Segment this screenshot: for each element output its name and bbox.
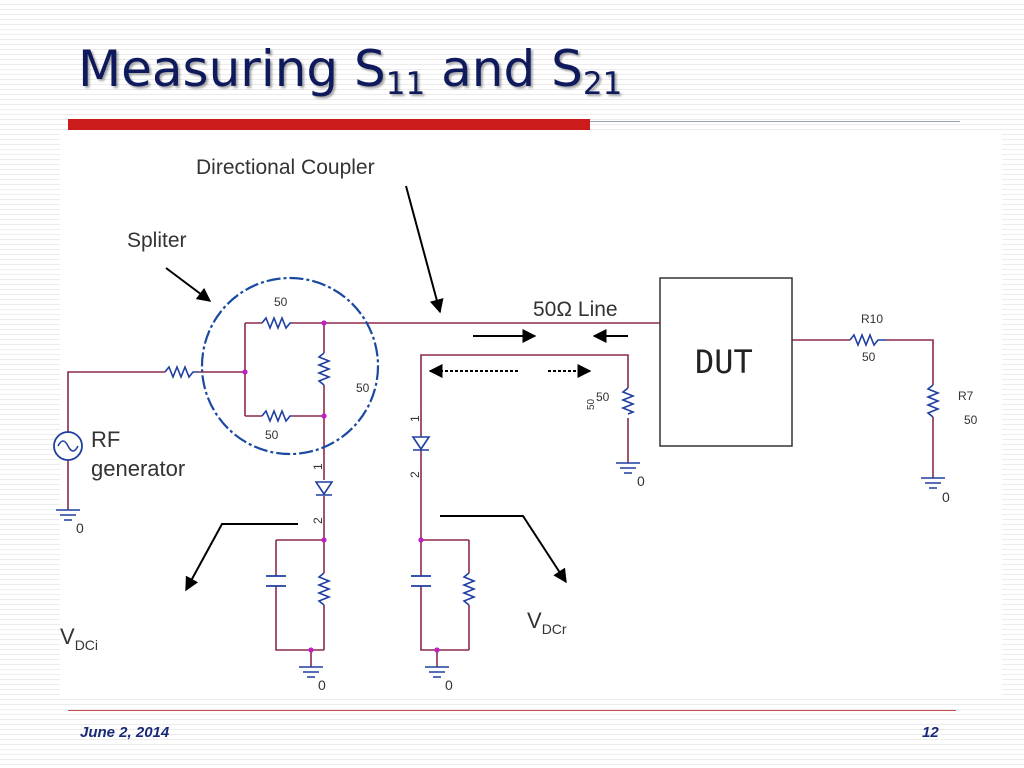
label-50-r10: 50: [862, 350, 876, 364]
label-r10: R10: [861, 312, 883, 326]
splitter-outline: [200, 276, 380, 456]
diagram-panel: [60, 133, 1002, 698]
ground-det1: [299, 666, 323, 678]
label-generator: generator: [91, 456, 185, 481]
title-mid: and S: [425, 40, 583, 98]
label-50-split-vertical: 50: [356, 381, 370, 395]
wire-det1-cap-bot: [275, 586, 324, 651]
label-vdcr-sub: DCr: [542, 621, 567, 637]
label-ground-det1: 0: [318, 677, 326, 693]
sine-wave-icon: [57, 440, 79, 452]
resistor-r10: [849, 332, 886, 348]
node-det1-gnd: [308, 647, 314, 653]
title-subscript-11: 11: [385, 66, 426, 102]
label-ground-coupled: 0: [637, 473, 645, 489]
wire-det2-cap-bot: [420, 586, 469, 651]
slide-title: Measuring S11 and S21: [78, 40, 622, 102]
arrow-vdci: [185, 523, 298, 592]
label-vdcr-main: V: [527, 608, 542, 633]
resistor-coupled-term: [620, 387, 636, 415]
title-subscript-21: 21: [582, 66, 623, 102]
node-det2-gnd: [434, 647, 440, 653]
resistors: [164, 315, 941, 606]
arrow-vdcr: [440, 515, 567, 584]
label-pin2-diode1: 2: [311, 517, 325, 524]
footer-date: June 2, 2014: [80, 724, 170, 741]
label-spliter: Spliter: [127, 229, 187, 252]
resistor-det2: [461, 572, 477, 606]
ground-generator: [56, 509, 80, 521]
rf-source: [53, 431, 83, 461]
resistor-det1: [316, 572, 332, 606]
title-underline-thin: [590, 121, 960, 122]
label-ground-r7: 0: [942, 489, 950, 505]
label-vdci-sub: DCi: [75, 637, 98, 653]
label-pin1-diode1: 1: [311, 463, 325, 470]
wire-dut-out-b: [886, 339, 934, 385]
label-dut: DUT: [695, 343, 753, 381]
label-r7: R7: [958, 389, 974, 403]
wire-coupled: [420, 354, 629, 437]
diode-det1: [314, 481, 334, 496]
node-split-bottom: [321, 413, 327, 419]
arrow-directional-coupler: [405, 185, 444, 314]
label-pin1-diode2: 1: [408, 415, 422, 422]
label-pin2-diode2: 2: [408, 471, 422, 478]
label-50-coupled-side: 50: [586, 398, 597, 410]
label-50-split-bottom: 50: [265, 428, 279, 442]
grounds: [56, 462, 945, 678]
resistor-split-top: [261, 315, 292, 331]
title-underline-red: [68, 119, 590, 130]
capacitors: [266, 575, 431, 587]
label-rf: RF: [91, 427, 120, 452]
resistor-split-vertical: [316, 352, 332, 386]
arrow-spliter: [165, 267, 212, 302]
diodes: [314, 436, 431, 496]
label-directional-coupler: Directional Coupler: [196, 156, 375, 179]
ground-det2: [425, 666, 449, 678]
label-50-split-top: 50: [274, 295, 288, 309]
label-vdci: VDCi: [60, 624, 98, 653]
node-det1: [321, 537, 327, 543]
capacitor-det1: [266, 575, 286, 587]
label-vdcr: VDCr: [527, 608, 567, 637]
dut-box: [659, 277, 793, 447]
ground-coupled: [616, 462, 640, 474]
annotation-arrows: [165, 185, 628, 592]
resistor-split-bottom: [261, 408, 292, 424]
capacitor-det2: [411, 575, 431, 587]
label-ground-det2: 0: [445, 677, 453, 693]
label-ground-generator: 0: [76, 520, 84, 536]
label-vdci-main: V: [60, 624, 75, 649]
title-main: Measuring S: [78, 40, 386, 98]
node-split-top: [321, 320, 327, 326]
diagram-labels: Directional Coupler Spliter 50Ω Line DUT…: [60, 156, 978, 693]
node-det2: [418, 537, 424, 543]
diode-det2: [411, 436, 431, 451]
resistor-input: [164, 364, 198, 380]
wire-gen-top: [67, 371, 165, 432]
slide-number: 12: [922, 724, 939, 741]
label-50-coupled-term: 50: [596, 390, 610, 404]
ground-r7: [921, 477, 945, 489]
label-50-r7: 50: [964, 413, 978, 427]
junction-nodes: [242, 320, 440, 653]
wires: [67, 322, 934, 667]
label-line: 50Ω Line: [533, 298, 618, 321]
node-split-in: [242, 369, 248, 375]
resistor-r7: [925, 384, 941, 418]
footer-divider: [68, 710, 956, 711]
